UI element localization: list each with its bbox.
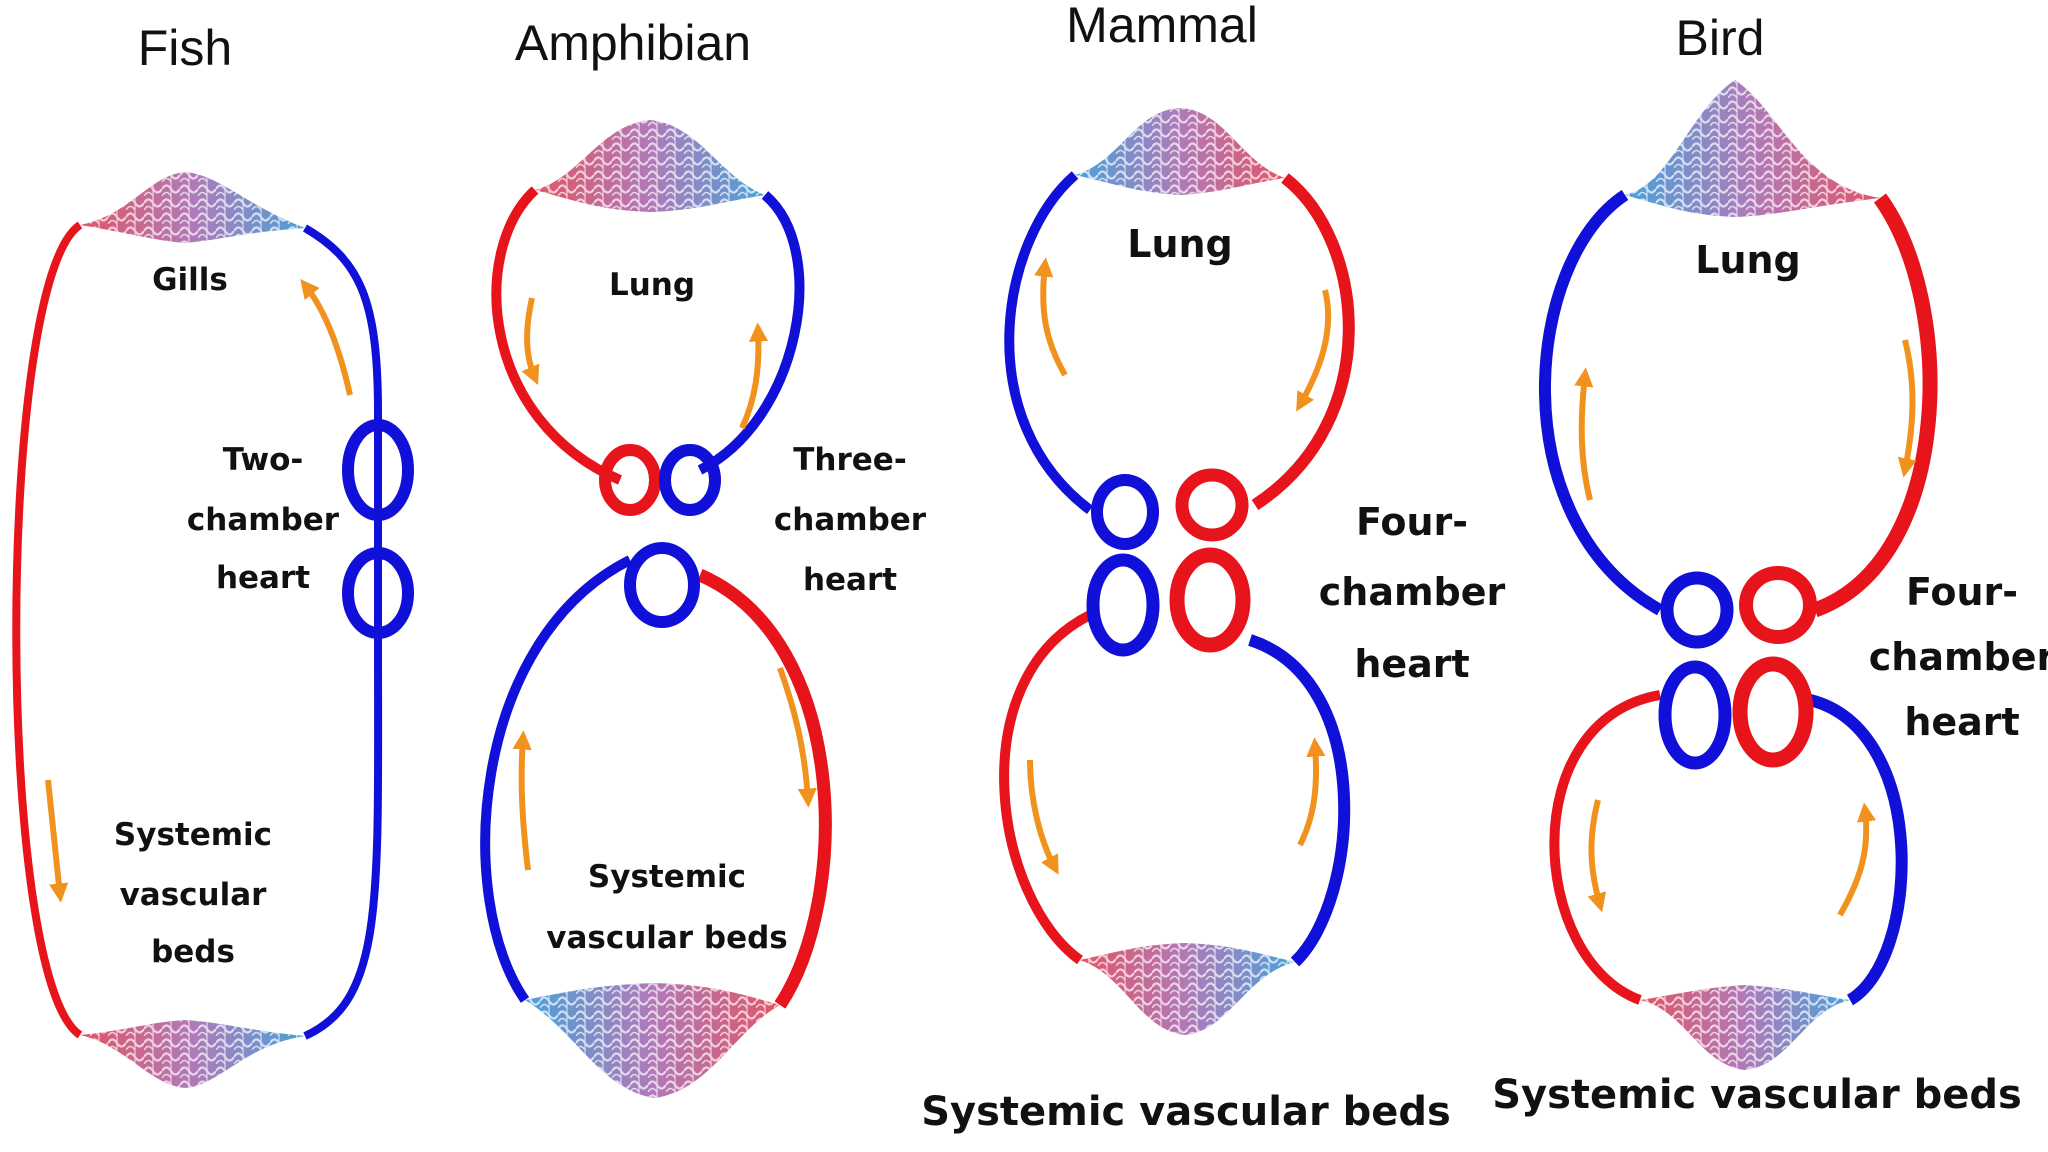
fish-flow-arrow-lower: [45, 779, 69, 903]
fish-systemic-label-line3: beds: [151, 934, 235, 970]
fish-venous-vessel: [302, 224, 383, 1040]
fish-panel: Fish Gills Two- chamber heart Systemic v…: [12, 20, 414, 1088]
bird-systemic-label: Systemic vascular beds: [1492, 1072, 2022, 1118]
bird-systemic-vein: [1549, 690, 1661, 1005]
mammal-lung-label: Lung: [1127, 222, 1233, 266]
fish-title: Fish: [138, 20, 232, 76]
mammal-systemic-capillary-bed: [1080, 943, 1295, 1035]
mammal-flow-arrow-3: [1027, 759, 1059, 875]
bird-four-chamber-heart: [1658, 566, 1817, 770]
bird-flow-arrow-3: [1587, 799, 1607, 913]
amphibian-systemic-label-line1: Systemic: [588, 859, 746, 895]
bird-systemic-artery: [1808, 694, 1908, 1006]
bird-heart-label-line2: chamber: [1869, 635, 2048, 679]
fish-systemic-capillary-bed: [80, 1020, 305, 1088]
amphibian-systemic-artery: [697, 569, 832, 1009]
bird-systemic-capillary-bed: [1640, 985, 1850, 1070]
bird-flow-arrow-4: [1837, 802, 1876, 917]
fish-two-chamber-heart: [342, 419, 414, 639]
amphibian-systemic-label-line2: vascular beds: [546, 920, 788, 956]
bird-pulmonary-artery: [1539, 189, 1663, 616]
mammal-flow-arrow-1: [1034, 257, 1068, 377]
bird-panel: Bird Lung Four- chamber heart Systemic v…: [1492, 10, 2048, 1118]
mammal-systemic-vein: [999, 610, 1093, 965]
amphibian-heart-label-line3: heart: [803, 562, 897, 598]
amphibian-pulmonary-artery: [697, 191, 805, 475]
mammal-heart-label-line3: heart: [1354, 642, 1469, 686]
mammal-flow-arrow-4: [1297, 737, 1326, 847]
fish-arterial-vessel: [12, 221, 83, 1039]
fish-gills-label: Gills: [152, 262, 228, 298]
amphibian-flow-arrow-1: [521, 297, 540, 386]
mammal-systemic-label: Systemic vascular beds: [921, 1089, 1451, 1135]
bird-lung-label: Lung: [1695, 238, 1801, 282]
fish-flow-arrow-upper: [300, 279, 353, 396]
mammal-pulmonary-vein: [1251, 173, 1355, 511]
mammal-four-chamber-heart: [1086, 468, 1251, 657]
bird-pulmonary-vein: [1812, 193, 1938, 618]
amphibian-flow-arrow-4: [777, 666, 817, 808]
bird-lung-capillary-bed: [1625, 80, 1880, 217]
bird-heart-label-line3: heart: [1904, 700, 2019, 744]
fish-heart-label-line1: Two-: [223, 442, 304, 478]
mammal-lung-capillary-bed: [1075, 108, 1285, 195]
bird-heart-label-line1: Four-: [1906, 570, 2018, 614]
mammal-pulmonary-artery: [1004, 171, 1094, 514]
mammal-title: Mammal: [1066, 0, 1258, 53]
amphibian-heart-label-line1: Three-: [793, 442, 906, 478]
fish-systemic-label-line2: vascular: [120, 877, 268, 913]
fish-heart-label-line2: chamber: [187, 502, 340, 538]
amphibian-systemic-capillary-bed: [525, 983, 780, 1098]
amphibian-flow-arrow-3: [512, 730, 532, 871]
bird-title: Bird: [1676, 10, 1765, 66]
mammal-panel: Mammal Lung Four- chamber heart Systemic…: [921, 0, 1505, 1135]
bird-flow-arrow-1: [1574, 367, 1594, 501]
mammal-flow-arrow-2: [1296, 289, 1332, 412]
fish-gills-capillary-bed: [80, 172, 305, 243]
amphibian-title: Amphibian: [515, 15, 751, 71]
fish-systemic-label-line1: Systemic: [114, 817, 272, 853]
fish-heart-label-line3: heart: [216, 560, 310, 596]
amphibian-lung-capillary-bed: [535, 120, 765, 212]
amphibian-heart-label-line2: chamber: [774, 502, 927, 538]
amphibian-three-chamber-heart: [599, 444, 721, 628]
bird-flow-arrow-2: [1897, 339, 1917, 478]
amphibian-pulmonary-vein: [491, 186, 622, 485]
amphibian-panel: Amphibian Lung Three- chamber heart Syst…: [480, 15, 927, 1098]
mammal-heart-label-line1: Four-: [1356, 500, 1468, 544]
mammal-systemic-artery: [1248, 634, 1351, 967]
mammal-heart-label-line2: chamber: [1319, 570, 1506, 614]
amphibian-systemic-vein: [480, 555, 633, 1003]
amphibian-flow-arrow-2: [739, 322, 769, 430]
amphibian-lung-label: Lung: [609, 267, 695, 303]
